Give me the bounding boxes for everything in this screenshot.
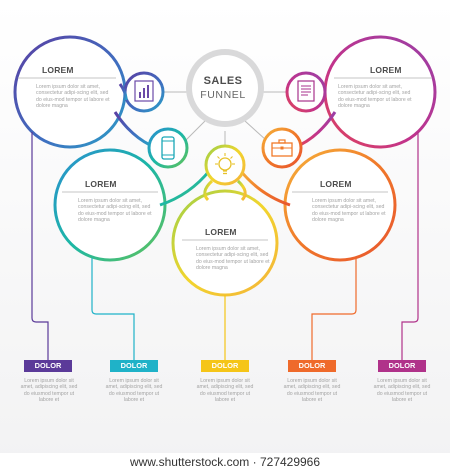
circle-2-title: LOREM bbox=[85, 179, 117, 189]
circle-4-body: Lorem ipsum dolor sit amet, consectetur … bbox=[312, 198, 386, 224]
lightbulb-icon bbox=[215, 153, 235, 175]
circle-5-body: Lorem ipsum dolor sit amet, consectetur … bbox=[338, 84, 412, 110]
bar-chart-icon bbox=[134, 80, 154, 102]
smartphone-icon bbox=[161, 136, 175, 160]
briefcase-icon bbox=[271, 139, 293, 157]
tag-dolor-5: DOLOR bbox=[378, 360, 426, 372]
circle-2-body: Lorem ipsum dolor sit amet, consectetur … bbox=[78, 198, 152, 224]
tag-1-body: Lorem ipsum dolor sit amet, adipiscing e… bbox=[20, 378, 78, 404]
tag-4-body: Lorem ipsum dolor sit amet, adipiscing e… bbox=[283, 378, 341, 404]
tag-dolor-1: DOLOR bbox=[24, 360, 72, 372]
circle-3-body: Lorem ipsum dolor sit amet, consectetur … bbox=[196, 246, 270, 272]
tag-dolor-2: DOLOR bbox=[110, 360, 158, 372]
circle-1-title: LOREM bbox=[42, 65, 74, 75]
hub-title: SALES bbox=[203, 75, 243, 87]
tag-dolor-4: DOLOR bbox=[288, 360, 336, 372]
circle-3-title: LOREM bbox=[205, 227, 237, 237]
tag-dolor-3: DOLOR bbox=[201, 360, 249, 372]
tag-5-body: Lorem ipsum dolor sit amet, adipiscing e… bbox=[373, 378, 431, 404]
tag-3-body: Lorem ipsum dolor sit amet, adipiscing e… bbox=[196, 378, 254, 404]
footer-bar bbox=[0, 453, 450, 470]
tag-2-body: Lorem ipsum dolor sit amet, adipiscing e… bbox=[105, 378, 163, 404]
watermark: www.shutterstock.com · 727429966 bbox=[129, 455, 321, 469]
circle-1-body: Lorem ipsum dolor sit amet, consectetur … bbox=[36, 84, 110, 110]
circle-4-title: LOREM bbox=[320, 179, 352, 189]
circle-5-title: LOREM bbox=[370, 65, 402, 75]
document-icon bbox=[297, 80, 315, 102]
hub-subtitle: FUNNEL bbox=[200, 89, 246, 101]
